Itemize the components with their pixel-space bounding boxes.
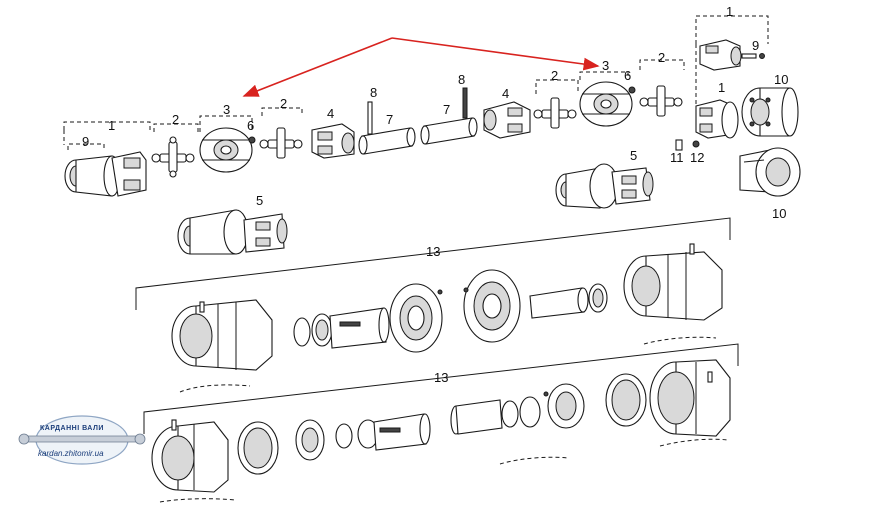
label-1-left: 1 [108,118,115,133]
label-12: 12 [690,150,704,165]
label-10-bottom: 10 [772,206,786,221]
cv-coupling-5-left [177,209,288,255]
yoke-part-1-top [699,39,742,71]
double-yoke-3-right [579,81,633,127]
nut-9-top [759,53,765,59]
guard-bell-left [389,283,443,353]
guard-cone-left [171,299,273,393]
label-2-left-b: 2 [280,96,287,111]
label-13-upper: 13 [426,244,440,259]
grease-nipple-6-right [628,86,636,94]
label-2-left-a: 2 [172,112,179,127]
guard-cone-right [623,243,723,345]
watermark-url: kardan.zhitomir.ua [38,449,104,458]
grease-nipple-6-left [248,136,256,144]
label-3-right: 3 [602,58,609,73]
label-5-right: 5 [630,148,637,163]
inner-tube-lower-left [373,413,431,451]
watermark-title: КАРДАННІ ВАЛИ [40,425,104,432]
red-indicator-arrows [242,37,600,97]
inner-tube-lower-right [450,396,569,465]
watermark-logo: КАРДАННІ ВАЛИ kardan.zhitomir.ua [18,415,146,465]
label-8-left: 8 [370,85,377,100]
bearing-lower-right [543,383,585,429]
label-1-right: 1 [718,80,725,95]
label-11: 11 [670,150,684,165]
inner-yoke-4-right [483,101,531,139]
bolt-11 [675,139,683,151]
cross-joint-2-right-b [639,85,683,117]
guard-cone-lower-left [151,419,237,503]
flange-10-top [741,87,799,137]
label-10-top: 10 [774,72,788,87]
bolt-9-top [741,53,757,59]
cv-coupling-5-right [555,163,654,209]
label-9-left: 9 [82,134,89,149]
label-8-right: 8 [458,72,465,87]
inner-guard-tube-right [529,283,608,319]
pin-8-left [367,101,373,135]
bearing-rings-upper-left [293,313,333,347]
cross-joint-2-left-b [259,127,303,159]
label-13-lower: 13 [434,370,448,385]
cross-joint-2-right-a [533,97,577,129]
profile-tube-7-right [420,117,478,145]
label-6-right: 6 [624,68,631,83]
guard-ring-lower-right [605,373,647,427]
inner-guard-tube-left [329,307,390,349]
label-3-left: 3 [223,102,230,117]
label-6-left: 6 [247,118,254,133]
pin-8-right [462,87,468,119]
right-assembly: 8 7 4 2 3 [420,4,801,221]
nut-12 [692,140,700,148]
label-2-right-b: 2 [658,50,665,65]
label-9-top: 9 [752,38,759,53]
profile-tube-7-left [358,127,416,155]
yoke-part-1-left [64,151,147,197]
label-4-right: 4 [502,86,509,101]
label-4-left: 4 [327,106,334,121]
label-5-left: 5 [256,193,263,208]
label-2-right-a: 2 [551,68,558,83]
guard-ring-lower-left [237,421,279,475]
cross-joint-2-left [151,136,195,178]
label-1-top: 1 [726,4,733,19]
label-7-left: 7 [386,112,393,127]
guard-cone-lower-right [649,359,731,447]
guard-set-13-lower: 13 [143,343,739,503]
guard-bell-right [463,269,521,343]
flange-yoke-1-right [695,99,739,139]
flange-10-bottom [739,147,801,197]
guard-set-13-upper: 13 [135,217,731,393]
bearing-lower-left [295,419,379,461]
inner-yoke-4-left [311,123,355,159]
label-7-right: 7 [443,102,450,117]
left-assembly: 1 9 2 3 [63,85,416,255]
double-yoke-3-left [199,127,253,173]
